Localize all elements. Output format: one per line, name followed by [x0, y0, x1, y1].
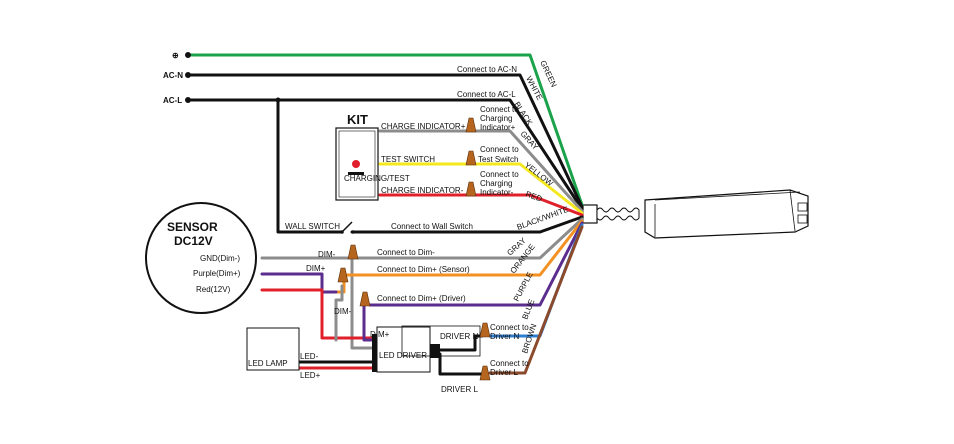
led-lamp-box	[246, 327, 300, 371]
wall-switch: WALL SWITCH	[285, 221, 355, 234]
wirenut-test	[465, 150, 477, 166]
dim-pos-label-a: DIM+	[306, 264, 326, 273]
wire-sensor-purple	[260, 272, 338, 294]
led-neg-label: LED-	[300, 352, 319, 361]
sensor-body	[145, 202, 257, 314]
conn-test-2: Test Switch	[478, 155, 518, 164]
wire-black-switch-feed	[276, 98, 344, 234]
wire-black-ac-l	[186, 98, 584, 211]
led-pos-label: LED+	[300, 371, 321, 380]
conn-charging-pos-2: Charging	[480, 114, 512, 123]
led-lamp-title: LED LAMP	[248, 359, 288, 368]
wire-label-black-white: BLACK/WHITE	[516, 205, 570, 232]
sensor-red-label: Red(12V)	[196, 285, 231, 294]
wire-orange	[340, 219, 584, 277]
led-driver-box	[376, 326, 431, 373]
conn-dim-pos-driver: Connect to Dim+ (Driver)	[377, 294, 466, 303]
wirenut-charge-pos	[465, 117, 477, 133]
driver-l-label: DRIVER L	[441, 385, 478, 394]
charge-indicator-pos-label: CHARGE INDICATOR+	[381, 122, 466, 131]
wire-color-labels: GREEN WHITE BLACK GRAY YELLOW RED BLACK/…	[505, 59, 569, 355]
driver-n-label: DRIVER N	[440, 332, 478, 341]
conn-charging-neg-2: Charging	[480, 179, 512, 188]
kit-indicator-led	[352, 160, 360, 168]
wire-black-white	[350, 215, 584, 234]
wire-red-charge-neg	[378, 193, 584, 217]
ac-l-terminal	[185, 97, 191, 103]
charge-indicator-neg-label: CHARGE INDICATOR-	[381, 186, 464, 195]
sensor-purple-label: Purple(Dim+)	[193, 269, 241, 278]
conn-ac-l: Connect to AC-L	[457, 90, 516, 99]
conn-charging-neg-3: Indicator-	[480, 188, 514, 197]
input-terminals: ⊕ AC-N AC-L	[163, 51, 281, 105]
wire-gray-dim-neg-drop	[350, 256, 374, 350]
ac-n-terminal	[185, 72, 191, 78]
ac-l-label: AC-L	[163, 96, 182, 105]
wire-nuts	[337, 117, 491, 381]
ac-l-junction	[275, 97, 281, 103]
sensor-subtitle: DC12V	[174, 234, 213, 248]
wirenut-charge-neg	[465, 181, 477, 197]
wire-white-ac-n	[186, 73, 584, 209]
conn-dim-neg: Connect to Dim-	[377, 248, 435, 257]
dim-neg-label-b: DIM-	[334, 307, 352, 316]
ac-n-label: AC-N	[163, 71, 183, 80]
wire-purple-drop	[362, 303, 374, 342]
wirenut-dim-pos-driver	[359, 291, 371, 307]
conn-charging-pos-1: Connect to	[480, 105, 519, 114]
wirenut-driver-l	[479, 365, 491, 381]
wire-label-blue: BLUE	[520, 298, 536, 321]
wire-gray-driver-dim	[334, 284, 344, 342]
conn-driver-n-1: Connect to	[490, 323, 529, 332]
wire-gray-charge-pos	[378, 129, 584, 213]
led-driver-terminal-left	[372, 334, 377, 372]
conn-test-1: Connect to	[480, 145, 519, 154]
test-switch-label: TEST SWITCH	[381, 155, 435, 164]
wire-sensor-red	[260, 288, 374, 340]
wire-purple	[368, 221, 584, 307]
sensor-title: SENSOR	[167, 220, 218, 234]
connection-labels: Connect to AC-N Connect to AC-L Connect …	[377, 65, 529, 377]
led-driver: LED DRIVER DRIVER N DRIVER L DIM- DIM+ D…	[306, 250, 481, 394]
emergency-module	[582, 189, 809, 239]
ground-terminal	[185, 52, 191, 58]
ground-symbol: ⊕	[172, 51, 179, 60]
dim-pos-label-b: DIM+	[370, 330, 390, 339]
conn-driver-l-1: Connect to	[490, 359, 529, 368]
kit-faceplate-text: CHARGING/TEST	[344, 174, 410, 183]
wire-yellow	[378, 162, 584, 215]
kit-title: KIT	[347, 112, 368, 127]
wire-driver-l	[438, 352, 484, 376]
wire-blue	[488, 223, 584, 338]
driver-n-box	[401, 325, 481, 357]
kit: KIT CHARGING/TEST CHARGE INDICATOR+ TEST…	[335, 112, 466, 201]
sensor-gnd-label: GND(Dim-)	[200, 254, 240, 263]
sensor: SENSOR DC12V GND(Dim-) Purple(Dim+) Red(…	[145, 202, 257, 314]
led-driver-title: LED DRIVER	[379, 351, 427, 360]
wire-label-red: RED	[524, 189, 543, 203]
wall-switch-label: WALL SWITCH	[285, 222, 340, 231]
wirenut-dim-pos-sensor	[337, 267, 349, 283]
wire-brown	[488, 225, 584, 375]
conn-wall-switch: Connect to Wall Switch	[391, 222, 473, 231]
wire-orange-drop	[334, 278, 346, 294]
conn-ac-n: Connect to AC-N	[457, 65, 517, 74]
led-lamp: LED LAMP LED- LED+	[246, 327, 321, 380]
conn-driver-l-2: Driver L	[490, 368, 519, 377]
wirenut-dim-neg	[347, 244, 359, 260]
dim-neg-label-a: DIM-	[318, 250, 336, 259]
wire-green	[186, 53, 584, 207]
conn-dim-pos-sensor: Connect to Dim+ (Sensor)	[377, 265, 470, 274]
wire-driver-n	[438, 334, 484, 352]
conn-charging-pos-3: Indicator+	[480, 123, 516, 132]
conn-driver-n-2: Driver N	[490, 332, 520, 341]
wirenut-driver-n	[479, 322, 491, 338]
conn-charging-neg-1: Connect to	[480, 170, 519, 179]
